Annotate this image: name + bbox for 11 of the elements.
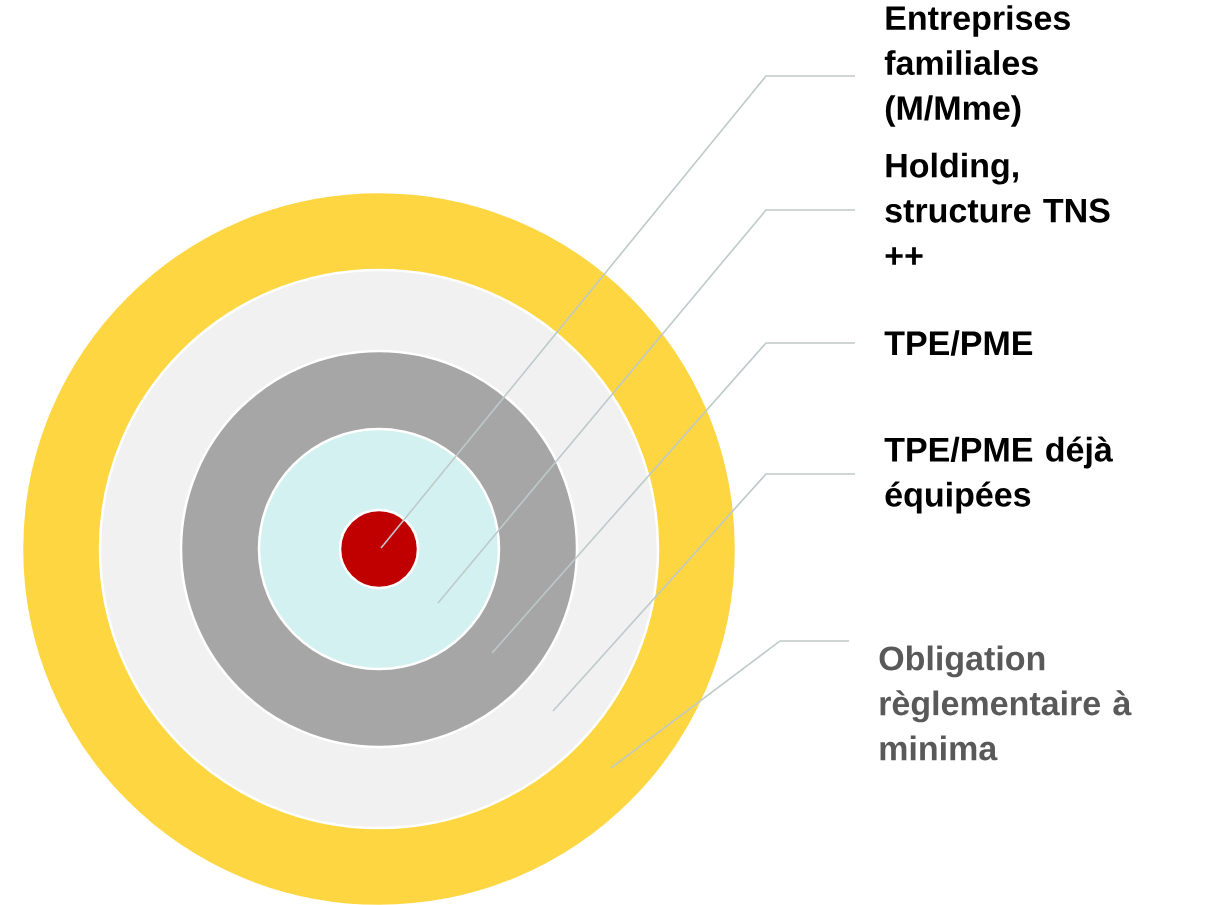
leader-line (552, 473, 856, 712)
label-text: Obligation règlementaire à minima (879, 645, 1132, 761)
label-text: Holding, structure TNS ++ (885, 152, 1110, 265)
leader-line (380, 75, 856, 549)
leader-line (491, 342, 856, 654)
leader-line (437, 209, 856, 604)
ring-circle (338, 508, 420, 590)
leader-line (610, 640, 850, 769)
label-text: TPE/PME déjà équipées (884, 436, 1113, 514)
label-text: TPE/PME (884, 330, 1033, 356)
label-text: Entreprises familiales (M/Mme) (884, 5, 1070, 127)
